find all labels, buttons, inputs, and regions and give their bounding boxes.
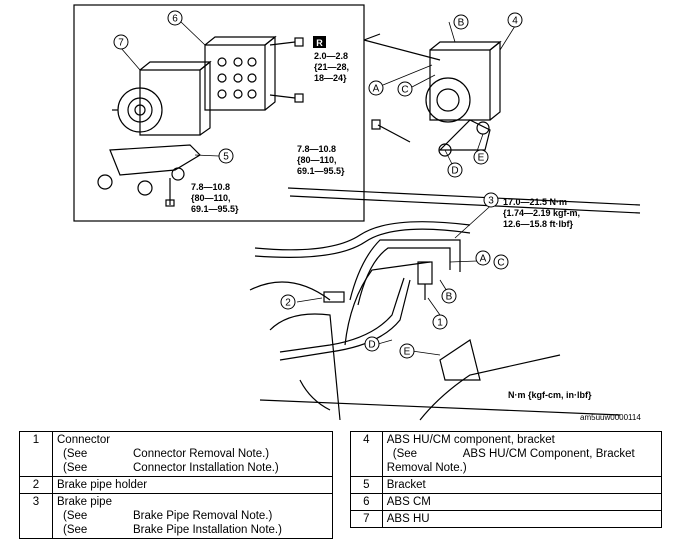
svg-text:18—24}: 18—24} [314,73,347,83]
svg-text:7: 7 [118,38,124,49]
callout-d-bottom [364,336,380,352]
svg-text:C: C [497,258,504,269]
inset-leader-line [363,39,441,61]
callout-5 [218,148,234,164]
callout-c-bottom [493,254,509,270]
table-row: 6 ABS CM [350,493,663,511]
svg-text:C: C [401,85,408,96]
main-hu-cm-assembly [371,40,502,157]
inset-frame [73,4,365,222]
callout-7 [113,34,129,50]
svg-text:1: 1 [437,318,443,329]
svg-text:D: D [368,340,375,351]
cm-bolts [269,37,304,103]
svg-text:4: 4 [512,16,518,27]
figure-code: am5uuw0000114 [580,413,641,422]
svg-text:{80—110,: {80—110, [191,193,231,203]
link-connector-installation-note[interactable]: Connector Installation Note.) [133,462,279,474]
svg-text:{1.74—2.19 kgf-m,: {1.74—2.19 kgf-m, [503,208,580,218]
callout-b-top [453,14,469,30]
abs-hu-drawing [112,60,212,136]
table-row: 2 Brake pipe holder [19,476,333,494]
svg-text:E: E [404,347,411,358]
abs-cm-drawing [204,35,277,111]
svg-text:69.1—95.5}: 69.1—95.5} [191,204,239,214]
link-abs-hucm-removal-note[interactable]: ABS HU/CM Component, Bracket [462,448,635,460]
callout-4 [507,12,523,28]
link-brake-pipe-installation-note[interactable]: Brake Pipe Installation Note.) [133,524,282,536]
svg-text:6: 6 [172,14,178,25]
link-brake-pipe-removal-note[interactable]: Brake Pipe Removal Note.) [133,510,273,522]
svg-text:5: 5 [223,152,229,163]
torque-spec-d: 17.0—21.5 N·m {1.74—2.19 kgf-m, 12.6—15.… [503,197,580,229]
torque-spec-a: 2.0—2.8 {21—28, 18—24} [314,51,349,83]
svg-text:B: B [458,18,465,29]
torque-units-note: N·m {kgf-cm, in·lbf} [508,390,592,400]
callout-1 [432,314,448,330]
callout-e-bottom [399,343,415,359]
svg-text:{21—28,: {21—28, [314,62,349,72]
svg-text:69.1—95.5}: 69.1—95.5} [297,166,345,176]
svg-text:A: A [373,84,380,95]
callout-2 [280,294,296,310]
callout-6 [167,10,183,26]
svg-text:3: 3 [488,196,494,207]
callout-b-bottom [441,288,457,304]
callout-3 [483,192,499,208]
svg-text:7.8—10.8: 7.8—10.8 [191,182,230,192]
svg-text:A: A [480,254,487,265]
svg-text:2: 2 [285,298,291,309]
svg-text:E: E [478,153,485,164]
torque-badge [313,36,326,48]
callout-a-bottom [475,250,491,266]
brake-pipes-drawing [249,187,641,421]
callout-e-top [473,149,489,165]
bracket-drawing [97,144,201,207]
link-connector-removal-note[interactable]: Connector Removal Note.) [133,448,270,460]
svg-text:12.6—15.8 ft·lbf}: 12.6—15.8 ft·lbf} [503,219,574,229]
callout-d-top [447,162,463,178]
svg-text:7.8—10.8: 7.8—10.8 [297,144,336,154]
svg-text:17.0—21.5 N·m: 17.0—21.5 N·m [503,197,567,207]
svg-text:2.0—2.8: 2.0—2.8 [314,51,348,61]
torque-badge-letter: R [316,38,323,48]
torque-spec-c: 7.8—10.8 {80—110, 69.1—95.5} [191,182,239,214]
svg-text:B: B [446,292,453,303]
svg-text:D: D [451,166,458,177]
torque-spec-b: 7.8—10.8 {80—110, 69.1—95.5} [297,144,345,176]
svg-text:{80—110,: {80—110, [297,155,337,165]
table-row: 7 ABS HU [350,510,663,528]
table-row: 5 Bracket [350,476,663,494]
callout-a-top [368,80,384,96]
abs-hu-cm-exploded-diagram: R 2.0—2.8 {21—28, 18—24} 7.8—10.8 {80—11… [73,4,641,422]
callout-c-top [397,81,413,97]
